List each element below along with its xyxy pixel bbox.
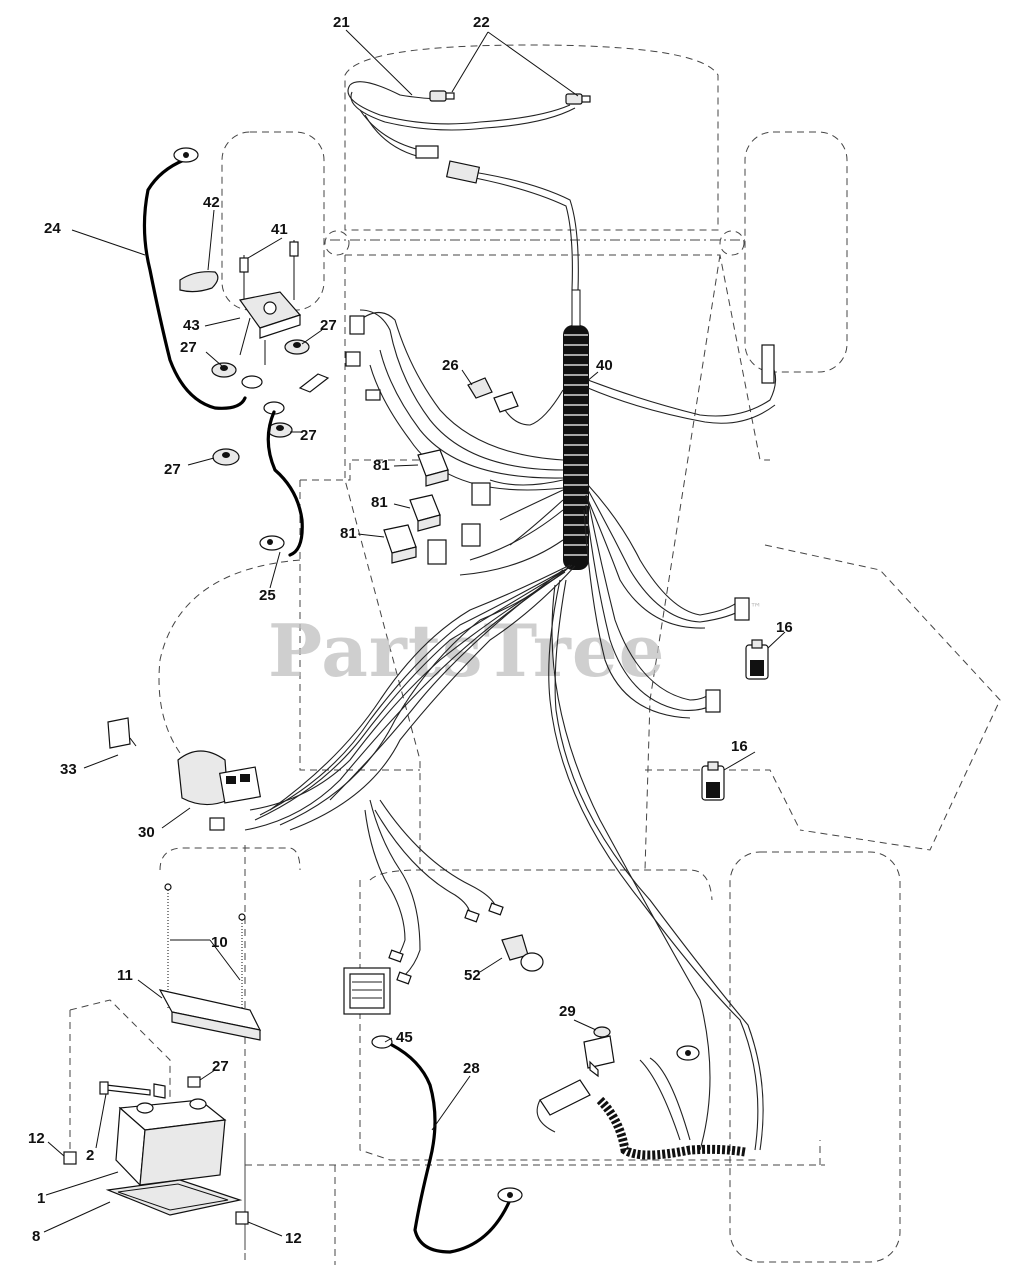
callout-8: 8 (32, 1228, 40, 1245)
tractor-outline (69, 44, 1001, 1265)
battery-side (139, 1119, 226, 1186)
headlight-harness (347, 81, 591, 291)
callout-41: 41 (271, 221, 288, 238)
callout-22: 22 (473, 14, 490, 31)
callout-16-bottom: 16 (731, 738, 748, 755)
coiled-harness (536, 1045, 746, 1160)
nut-12b (235, 1211, 249, 1225)
callout-25: 25 (259, 587, 276, 604)
callout-24: 24 (44, 220, 61, 237)
callout-81-c: 81 (340, 525, 357, 542)
rear-components (343, 902, 746, 1254)
nut-27e (187, 1076, 201, 1088)
nut-27d (267, 422, 293, 438)
ammeter-33 (107, 717, 137, 749)
convoluted-tubing (563, 289, 589, 570)
ground-ring-45 (371, 1035, 393, 1049)
callout-1: 1 (37, 1190, 45, 1207)
ring-terminal-28 (497, 1187, 523, 1203)
relay-3 (383, 524, 447, 565)
battery-bolt (105, 1084, 151, 1096)
relay-2 (409, 494, 481, 547)
connector-end-a (734, 597, 750, 621)
ignition-switch-30 (177, 750, 262, 831)
terminal-block-45 (343, 967, 391, 1015)
nut-12a (63, 1151, 77, 1165)
harness-plug-main (445, 160, 481, 184)
connector-16-bottom (701, 761, 725, 801)
callout-81-a: 81 (373, 457, 390, 474)
ground-cable (142, 158, 247, 410)
callout-16-top: 16 (776, 619, 793, 636)
callout-27-solenoid: 27 (320, 317, 337, 334)
relay-1 (417, 449, 491, 506)
callout-12-right: 12 (285, 1230, 302, 1247)
battery-cable-long (390, 1043, 512, 1254)
callout-29: 29 (559, 1003, 576, 1020)
connector-16-top (745, 639, 769, 680)
callout-12-left: 12 (28, 1130, 45, 1147)
callout-2: 2 (86, 1147, 94, 1164)
switch-29 (583, 1026, 615, 1078)
terminal-52 (501, 934, 544, 972)
partstree-watermark: PartsTree ™ (268, 601, 762, 693)
callout-52: 52 (464, 967, 481, 984)
callout-27-lower: 27 (164, 461, 181, 478)
callout-45: 45 (396, 1029, 413, 1046)
lamp-connector-right (565, 93, 591, 105)
nut-27a (211, 362, 237, 378)
callout-11: 11 (117, 967, 133, 984)
callout-42: 42 (203, 194, 220, 211)
ring-terminal-top (173, 147, 199, 163)
callout-10: 10 (211, 934, 228, 951)
solenoid-group (142, 147, 381, 557)
lamp-connector-left (429, 90, 455, 102)
battery-cable-short (266, 410, 304, 557)
callout-40: 40 (596, 357, 613, 374)
nut-27c (212, 448, 240, 466)
cable-lug (179, 271, 219, 293)
connector-top-right (761, 344, 775, 384)
watermark-tm: ™ (750, 601, 762, 615)
callout-28: 28 (463, 1060, 480, 1077)
callout-43: 43 (183, 317, 200, 334)
harness-plug-small (415, 145, 439, 159)
callout-27-battery: 27 (212, 1058, 229, 1075)
ground-terminal-25 (259, 535, 285, 551)
callout-81-b: 81 (371, 494, 388, 511)
connector-end-b (705, 689, 721, 713)
battery-group (63, 883, 262, 1225)
callout-30: 30 (138, 824, 155, 841)
leader-lines (43, 29, 786, 1237)
fuse-26 (467, 377, 519, 413)
callout-labels: 21 22 24 42 41 43 27 27 27 27 26 40 81 8… (28, 14, 793, 1247)
callout-21: 21 (333, 14, 350, 31)
callout-27-left: 27 (180, 339, 197, 356)
callout-33: 33 (60, 761, 77, 778)
wire-bundle (244, 309, 777, 1151)
callout-26: 26 (442, 357, 459, 374)
callout-27-right: 27 (300, 427, 317, 444)
